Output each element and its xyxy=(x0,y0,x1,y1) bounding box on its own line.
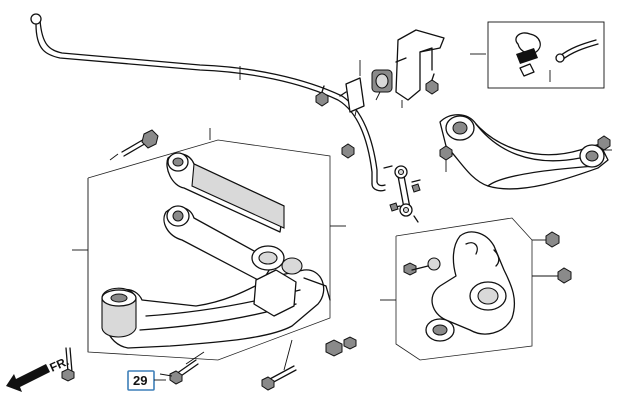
detail-inset-box xyxy=(470,21,605,89)
lower-control-arm xyxy=(101,257,331,349)
rear-knuckle xyxy=(403,231,516,342)
stabilizer-bar xyxy=(30,13,386,192)
callout-29: 29 xyxy=(127,370,166,391)
bracket-bolts xyxy=(315,73,439,159)
leader-lines xyxy=(72,128,396,377)
trailing-link-arm xyxy=(166,152,285,233)
arrow-left-down-icon xyxy=(6,364,50,392)
arm-bolt-top xyxy=(109,129,159,161)
arm-bolts-bottom xyxy=(61,336,357,391)
upper-control-arm-right xyxy=(439,114,612,190)
knuckle-nuts xyxy=(532,231,572,284)
knuckle-assembly-outline xyxy=(395,217,533,361)
lower-link-arm xyxy=(163,205,285,283)
callout-29-label: 29 xyxy=(133,373,147,388)
stabilizer-link xyxy=(383,165,421,223)
lower-arm-assembly-outline xyxy=(87,139,331,361)
front-direction-marker: FR. xyxy=(6,354,71,392)
stabilizer-bushing-bracket xyxy=(339,29,445,113)
